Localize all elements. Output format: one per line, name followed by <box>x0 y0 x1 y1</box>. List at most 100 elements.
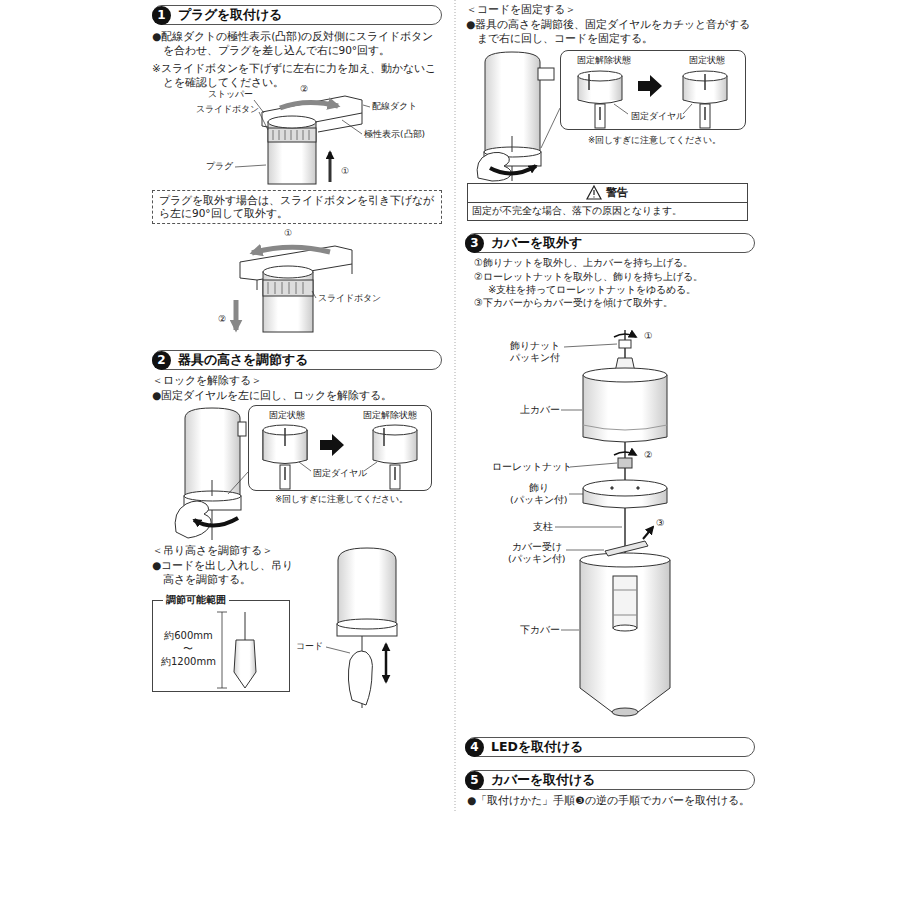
lock-release-figure <box>320 434 344 456</box>
step-number: 2 <box>152 351 171 370</box>
column-divider <box>455 0 456 812</box>
callout-number: ① <box>341 166 349 178</box>
detail-inset: 固定状態 固定解除状態固定ダイヤル <box>248 405 432 491</box>
lock-release-figure <box>175 408 417 540</box>
callout-number: ② <box>218 314 226 326</box>
plug-remove-figure <box>263 280 313 296</box>
range-box: 調節可能範囲約600mm 〜 約1200mm <box>152 600 290 692</box>
warning-box: 警告固定が不完全な場合、落下の原因となります。 <box>467 183 748 221</box>
part-label: コード <box>296 641 323 653</box>
cover-exploded-figure <box>619 340 631 348</box>
part-label: 下カバー <box>520 624 560 636</box>
cover-exploded-figure <box>613 625 637 631</box>
caution-note: ※スライドボタンを下げずに左右に力を加え、動かないことを確認してください。 <box>152 62 444 89</box>
callout-number: ① <box>284 228 292 240</box>
cord-lock-figure <box>477 152 511 181</box>
lock-release-figure <box>284 428 286 446</box>
cover-exploded-figure <box>613 576 637 628</box>
callout-number: ② <box>644 449 653 461</box>
cord-lock-figure <box>538 68 554 80</box>
warning-text: 固定が不完全な場合、落下の原因となります。 <box>468 203 747 219</box>
part-label: 飾りナット パッキン付 <box>510 340 560 365</box>
section-heading: 1プラグを取付ける <box>152 5 442 25</box>
lock-release-figure <box>194 518 238 526</box>
part-label: 固定ダイヤル <box>631 111 685 123</box>
callout-number: ① <box>644 330 653 342</box>
instruction-text: ③下カバーからカバー受けを傾けて取外す。 <box>474 296 673 309</box>
step-number: 4 <box>465 738 484 757</box>
state-label: 固定状態 <box>689 55 725 67</box>
state-label: 固定解除状態 <box>577 55 631 67</box>
instruction-text: ●器具の高さを調節後、固定ダイヤルをカチッと音がするまで右に回し、コードを固定す… <box>466 18 758 45</box>
plug-remove-figure <box>252 247 330 253</box>
cord-lock-figure <box>595 104 605 128</box>
dimension-text: 約600mm 〜 約1200mm <box>161 629 216 668</box>
cover-exploded-figure <box>583 375 667 442</box>
box-title: 調節可能範囲 <box>163 593 229 607</box>
cord-lock-figure <box>700 104 710 128</box>
cord-lock-figure <box>485 52 540 158</box>
cover-exploded-figure <box>580 560 670 712</box>
step-title: カバーを取外す <box>491 235 582 252</box>
cord-lock-figure <box>638 75 662 97</box>
cord-lock-figure <box>512 136 513 152</box>
lock-release-figure <box>394 467 396 480</box>
instruction-text: ●配線ダクトの極性表示(凸部)の反対側にスライドボタンを合わせ、プラグを差し込ん… <box>152 30 444 57</box>
step-number: 3 <box>465 234 484 253</box>
warning-icon <box>587 186 601 199</box>
cover-exploded-figure <box>613 590 637 615</box>
cover-exploded-figure <box>637 487 639 489</box>
height-adjust-figure <box>338 548 396 630</box>
cover-exploded-figure <box>611 487 613 489</box>
cord-lock-figure <box>704 74 706 90</box>
plug-remove-figure <box>263 266 313 278</box>
cover-exploded-figure <box>605 541 648 556</box>
lock-release-figure <box>238 422 246 436</box>
plug-remove-figure <box>263 272 313 332</box>
state-label: 固定解除状態 <box>363 410 417 422</box>
cord-lock-figure <box>588 74 590 90</box>
cover-exploded-figure <box>643 527 653 539</box>
cover-exploded-figure <box>614 452 636 455</box>
lock-release-figure <box>390 465 400 489</box>
warning-icon <box>587 186 601 199</box>
cover-exploded-figure <box>580 553 670 567</box>
lock-release-figure <box>175 501 211 538</box>
cover-exploded-figure <box>555 344 622 630</box>
plug-remove-figure <box>236 246 352 332</box>
height-adjust-figure <box>234 640 256 688</box>
plug-attach-figure <box>273 130 309 140</box>
warning-icon <box>593 197 594 198</box>
part-label: 固定ダイヤル <box>313 468 367 480</box>
part-label: プラグ <box>206 161 233 173</box>
part-label: ローレットナット <box>492 461 572 473</box>
instruction-text: ●コードを出し入れし、吊り高さを調節する。 <box>152 559 294 586</box>
cover-exploded-figure <box>583 480 667 496</box>
lock-release-figure <box>280 465 290 489</box>
cover-exploded-figure <box>583 425 667 430</box>
instruction-text: ①飾りナットを取外し、上カバーを持ち上げる。 <box>474 256 693 269</box>
cover-exploded-figure <box>555 330 670 716</box>
plug-remove-figure <box>312 291 316 298</box>
height-adjust-figure <box>348 651 372 705</box>
sub-heading: ＜ロックを解除する＞ <box>152 374 262 388</box>
instruction-text: ●固定ダイヤルを左に回し、ロックを解除する。 <box>152 389 392 403</box>
plug-attach-figure <box>268 116 316 128</box>
part-label: 配線ダクト <box>372 101 417 113</box>
plug-attach-figure <box>262 96 362 129</box>
part-label: スライドボタン <box>196 104 259 116</box>
cover-exploded-figure <box>618 458 632 468</box>
state-label: 固定状態 <box>269 410 305 422</box>
warning-icon <box>593 190 594 195</box>
section-heading: 4LEDを取付ける <box>465 737 755 757</box>
sub-heading: ＜コードを固定する＞ <box>466 3 576 17</box>
plug-attach-figure <box>280 102 338 108</box>
cord-lock-figure <box>490 166 536 174</box>
sub-heading: ＜吊り高さを調節する＞ <box>152 544 273 558</box>
caution-note: ※回しすぎに注意してください。 <box>588 135 721 146</box>
caution-note: ※支柱を持ってローレットナットをゆるめる。 <box>488 283 696 296</box>
callout-number: ③ <box>656 517 665 529</box>
